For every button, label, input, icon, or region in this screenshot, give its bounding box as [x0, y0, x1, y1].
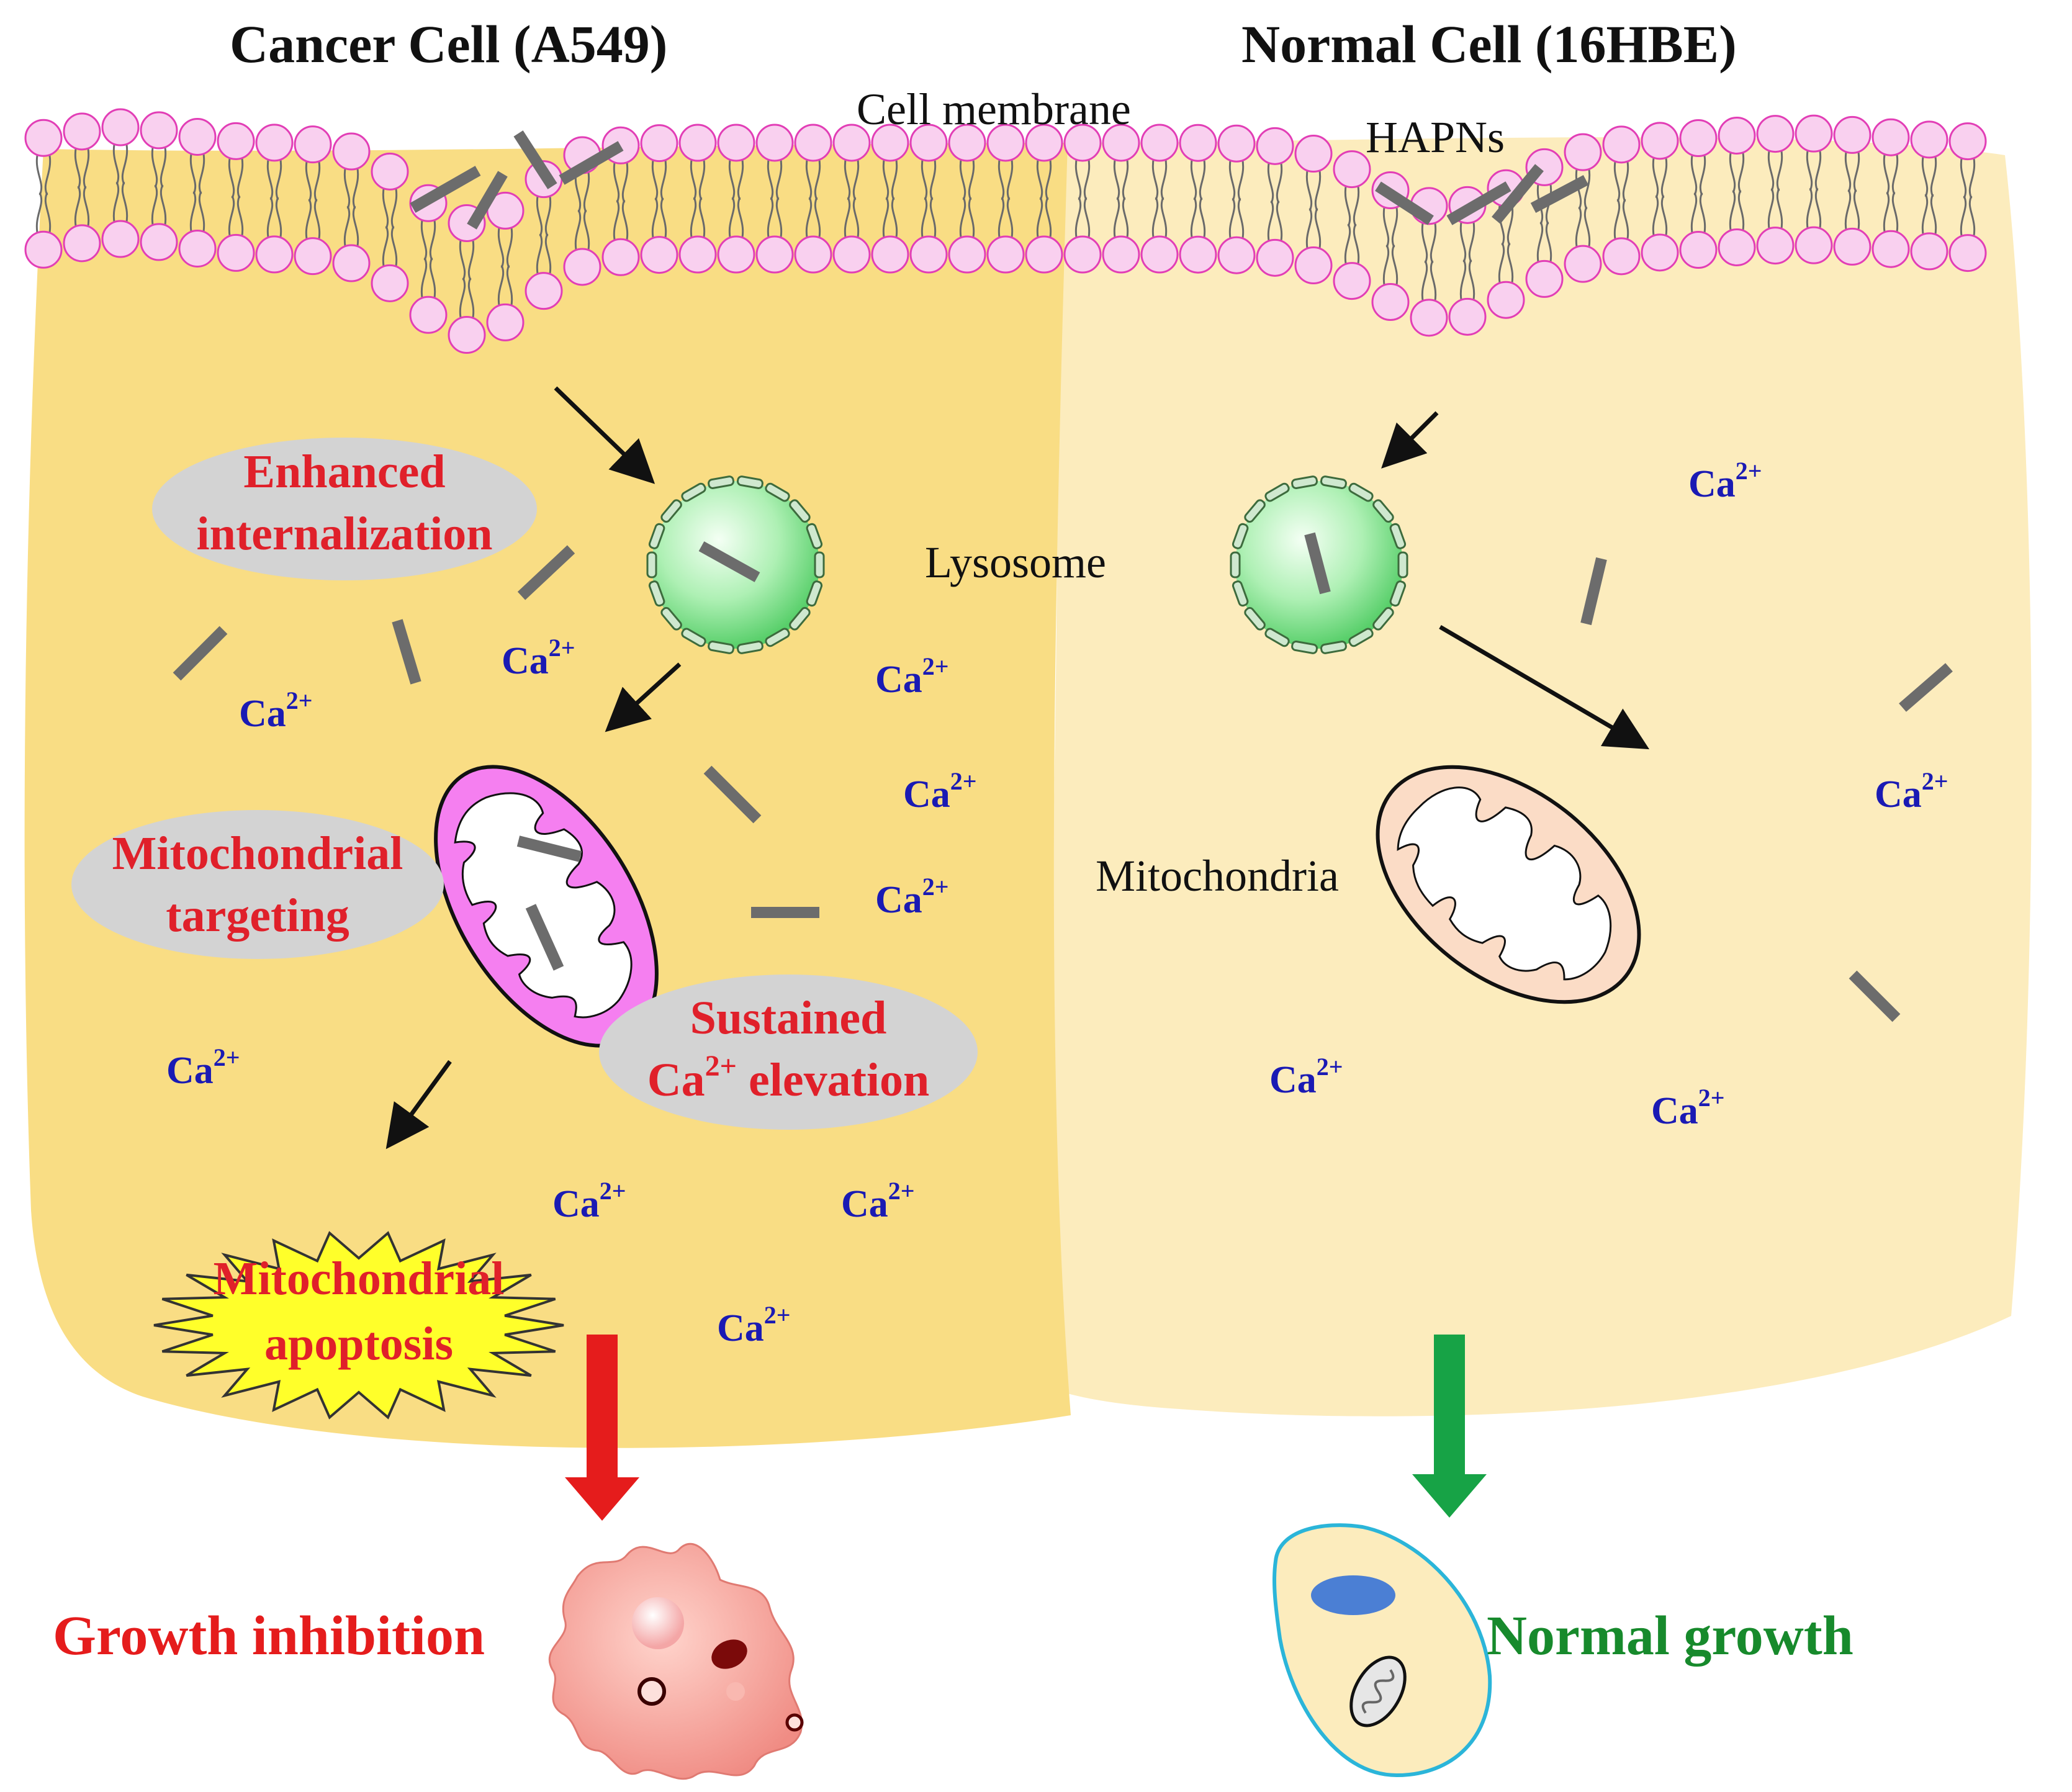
sustained-line2: Ca2+ elevation: [647, 1050, 930, 1106]
arrow-lysosome-to-cytoplasm-normal: [1439, 624, 1650, 750]
mitochondria-label: Mitochondria: [1096, 851, 1339, 901]
hapn-rods-membrane: [410, 130, 1589, 230]
calcium-ion-label: Ca2+: [717, 1301, 791, 1349]
sustained-line1: Sustained: [690, 992, 887, 1044]
calcium-ion-label: Ca2+: [502, 634, 575, 682]
red-outcome-arrow: [565, 1335, 639, 1521]
arrow-membrane-to-lysosome-cancer: [554, 386, 655, 484]
growth-inhibition-label: Growth inhibition: [53, 1605, 485, 1667]
hapn-rods-cytoplasm: [173, 545, 1953, 1022]
calcium-ion-label: Ca2+: [239, 687, 313, 735]
arrow-membrane-to-lysosome-normal: [1381, 411, 1439, 469]
calcium-ion-label: Ca2+: [552, 1177, 626, 1225]
calcium-ion-label: Ca2+: [1875, 767, 1948, 816]
calcium-ion-label: Ca2+: [166, 1043, 240, 1092]
normal-cell-title: Normal Cell (16HBE): [1241, 14, 1737, 74]
calcium-ion-label: Ca2+: [841, 1177, 915, 1225]
mitochondrial-apoptosis-burst: Mitochondrial apoptosis: [153, 1231, 564, 1420]
cell-membrane-label: Cell membrane: [857, 84, 1131, 134]
targeting-line2: targeting: [166, 889, 349, 942]
healthy-cell-icon: [1272, 1523, 1492, 1778]
calcium-ion-label: Ca2+: [875, 652, 949, 701]
hapns-label: HAPNs: [1366, 112, 1505, 162]
calcium-ion-label: Ca2+: [1651, 1084, 1725, 1132]
calcium-ion-label: Ca2+: [875, 873, 949, 921]
normal-growth-label: Normal growth: [1487, 1605, 1854, 1667]
lysosome-cancer: [646, 475, 825, 654]
flow-arrows: [385, 386, 1650, 1150]
calcium-ion-label: Ca2+: [1688, 457, 1762, 505]
apoptosis-line1: Mitochondrial: [214, 1253, 505, 1305]
mitochondrion-cancer: [434, 765, 659, 1048]
arrow-lysosome-to-mito-cancer: [605, 662, 682, 732]
calcium-ion-label: Ca2+: [1269, 1053, 1343, 1101]
enhanced-line2: internalization: [196, 508, 492, 560]
mitochondrial-targeting-bubble: Mitochondrial targeting: [71, 810, 444, 959]
hapn-rods-in-mito: [516, 835, 582, 971]
lysosome-normal: [1230, 475, 1408, 654]
enhanced-internalization-bubble: Enhanced internalization: [152, 438, 537, 580]
sustained-ca-bubble: Sustained Ca2+ elevation: [599, 975, 978, 1130]
apoptotic-cell-icon: [548, 1542, 804, 1780]
arrow-mito-to-apoptosis: [385, 1060, 452, 1150]
enhanced-line1: Enhanced: [243, 446, 445, 498]
targeting-line1: Mitochondrial: [112, 827, 403, 880]
normal-cell-cytoplasm: [1030, 137, 2032, 1416]
mitochondrion-normal: [1376, 765, 1641, 1004]
apoptosis-line2: apoptosis: [264, 1318, 453, 1370]
calcium-ions: Ca2+ Ca2+ Ca2+ Ca2+ Ca2+ Ca2+ Ca2+ Ca2+ Ca2+ Ca2+…: [166, 457, 1948, 1349]
calcium-ion-label: Ca2+: [903, 767, 977, 816]
green-outcome-arrow: [1412, 1335, 1487, 1518]
cancer-cell-title: Cancer Cell (A549): [230, 14, 667, 74]
cell-membrane: [24, 108, 1987, 354]
lysosome-label: Lysosome: [925, 538, 1106, 587]
